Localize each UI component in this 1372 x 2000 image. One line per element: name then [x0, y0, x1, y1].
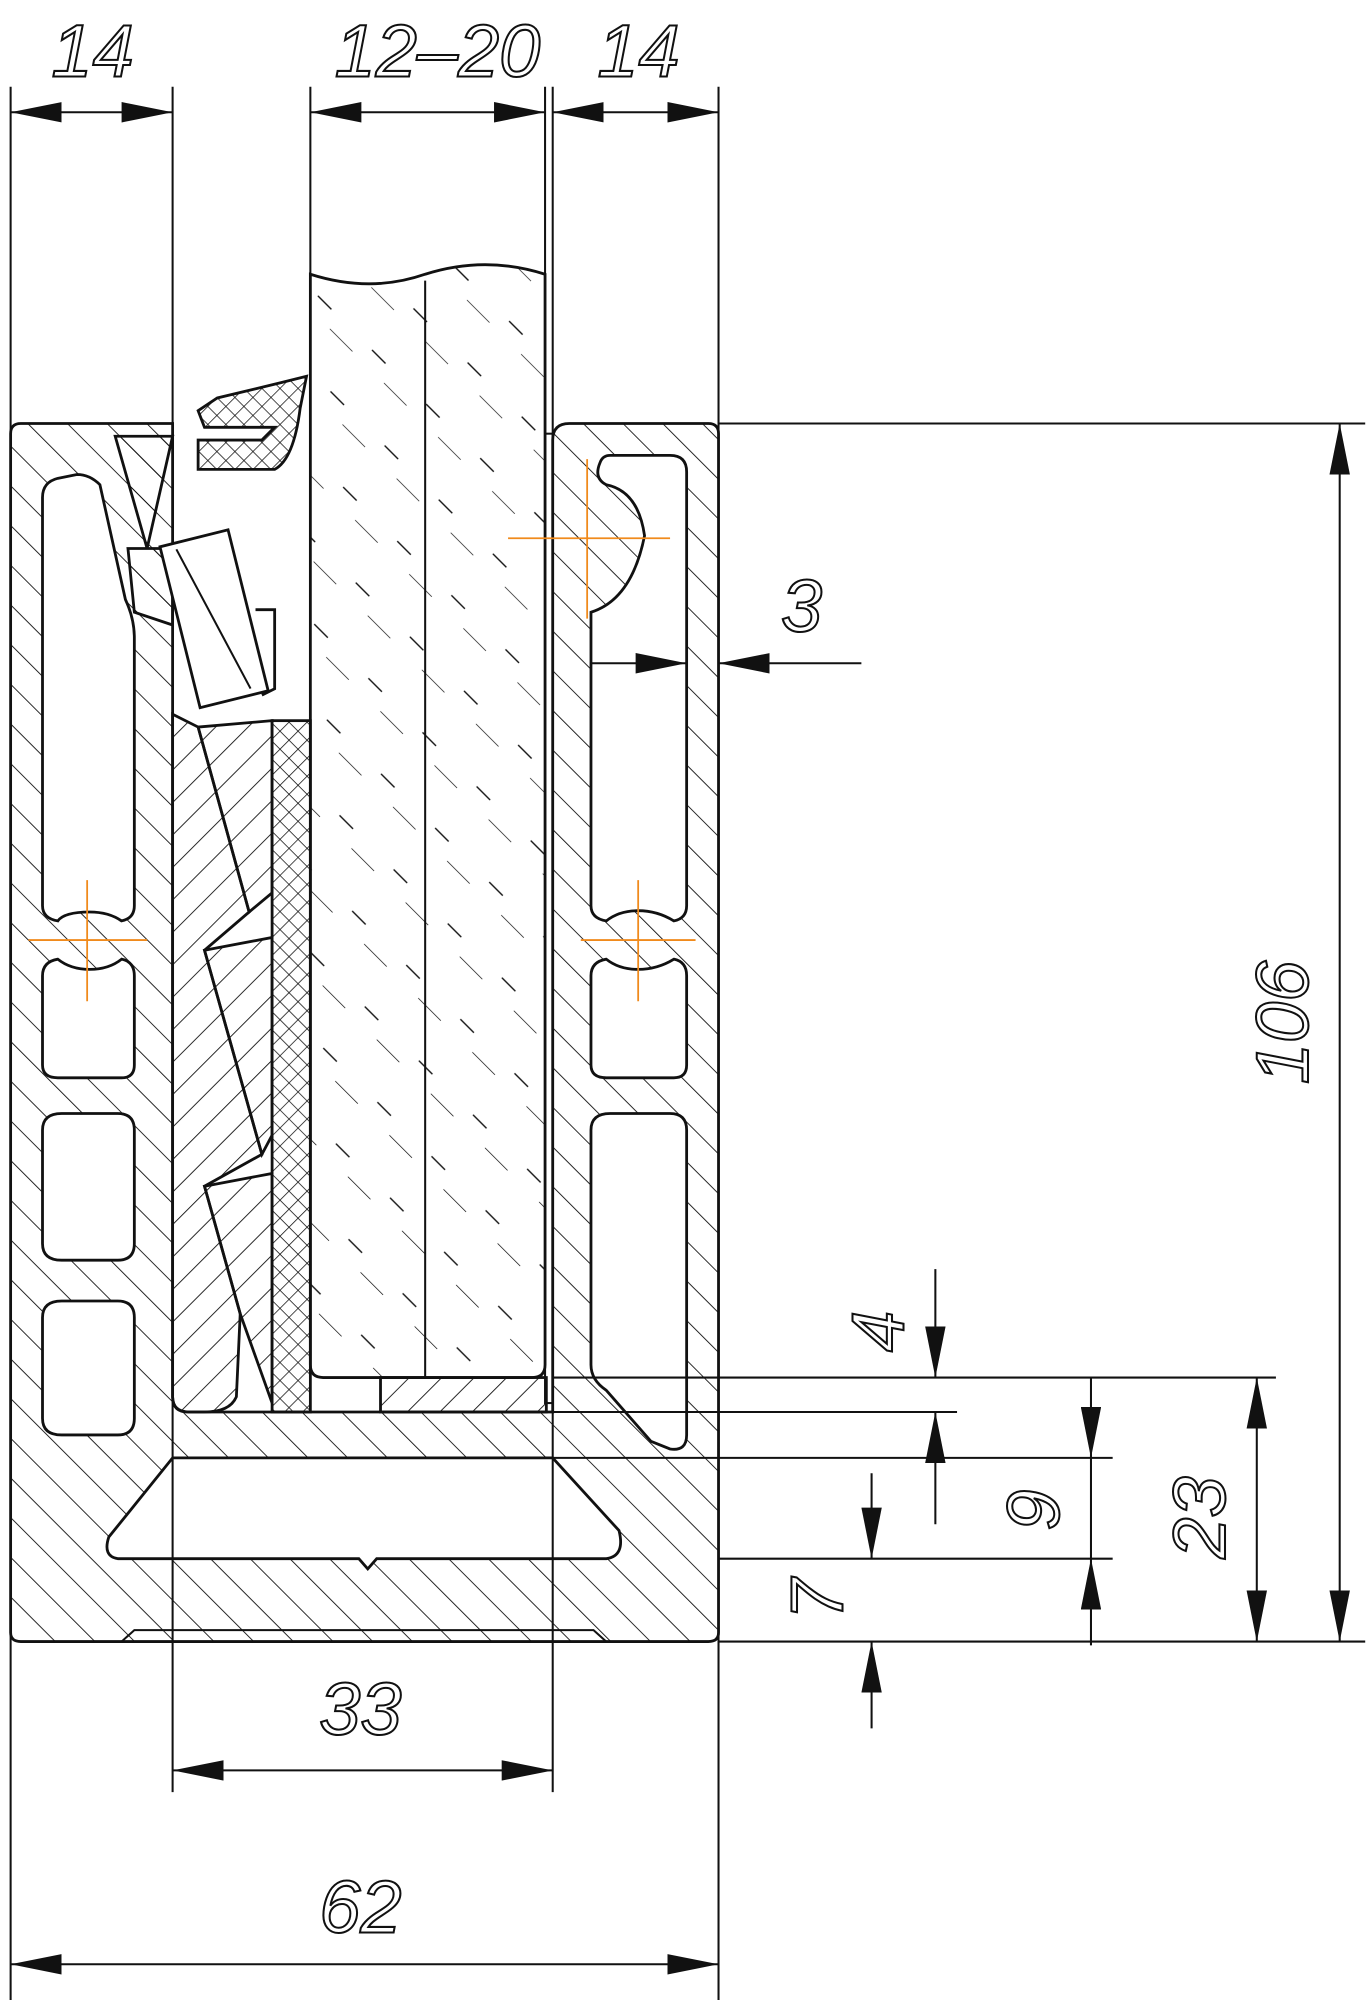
dim-glass-thickness: 12–20: [335, 10, 541, 93]
gasket-strip: [270, 719, 312, 1414]
clamping-wedge: [171, 712, 264, 1414]
dim-gap: 3: [781, 564, 822, 647]
wedge-back: [255, 608, 277, 697]
top-seal: [196, 374, 309, 471]
dim-base-thickness: 7: [775, 1576, 858, 1620]
dim-hollow-height: 9: [992, 1489, 1075, 1530]
dim-bottom-height: 23: [1158, 1476, 1241, 1559]
glass-panel: [308, 263, 547, 1379]
dim-total-height: 106: [1241, 960, 1324, 1084]
dim-total-width: 62: [319, 1865, 401, 1948]
base-groove: [120, 1629, 607, 1643]
dim-channel-width: 33: [319, 1668, 401, 1751]
setting-block: [379, 1376, 548, 1414]
liner-strip: [544, 432, 554, 1405]
dim-right-wall: 14: [597, 10, 679, 93]
aluminium-profile: [9, 422, 720, 1643]
dimension-lines: [10, 102, 1350, 1975]
dim-left-wall: 14: [51, 10, 133, 93]
center-marks: [28, 459, 696, 1002]
top-lip: [113, 434, 175, 627]
dim-setting-block: 4: [836, 1311, 919, 1352]
